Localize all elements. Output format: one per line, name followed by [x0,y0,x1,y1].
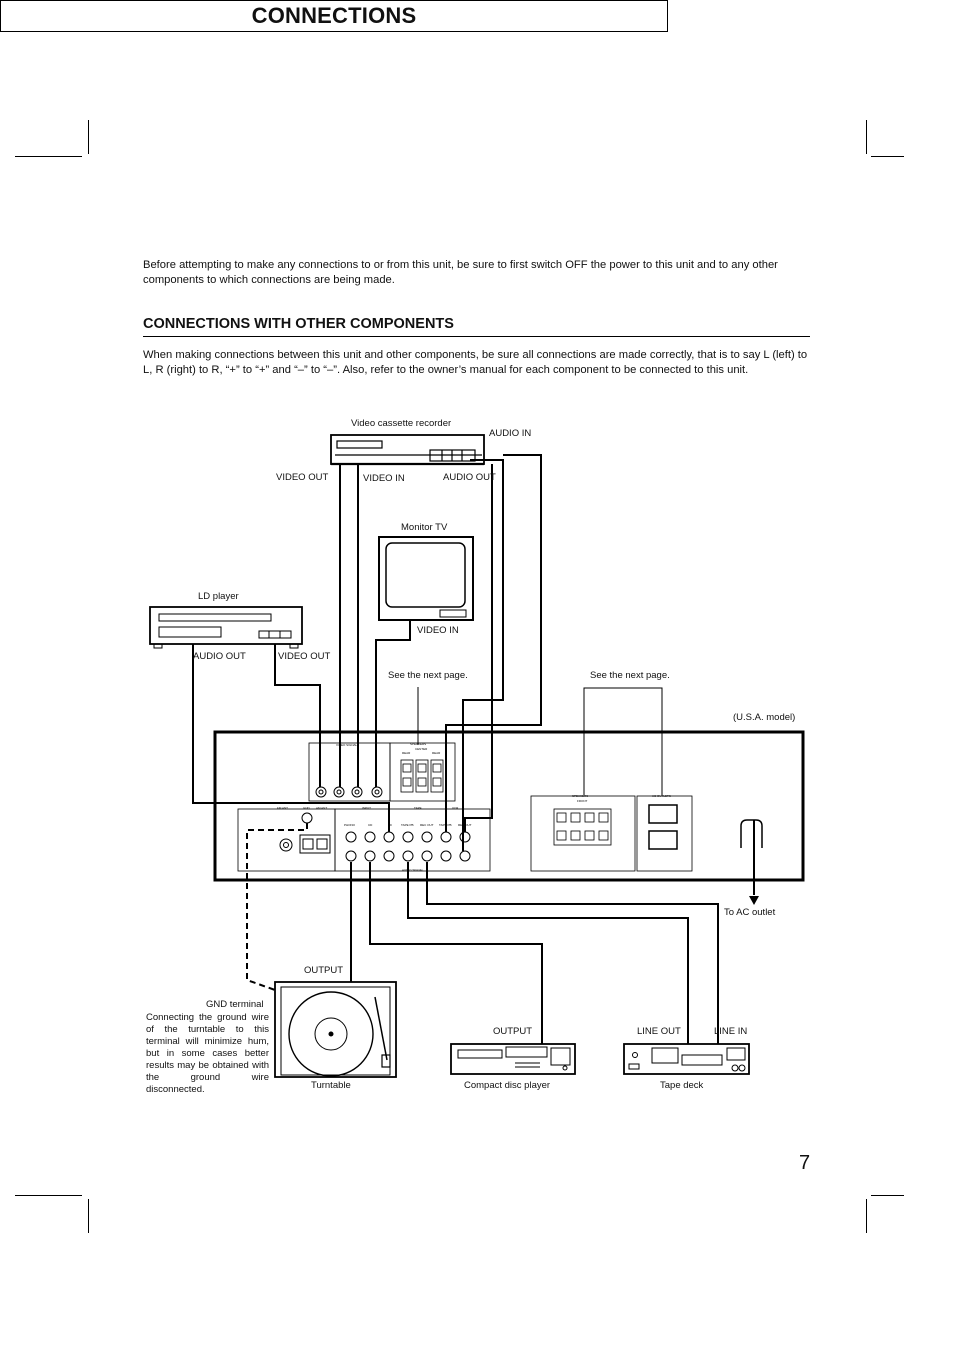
audio-jacks [345,831,471,862]
ground-wire [246,823,308,991]
usa-model-label: (U.S.A. model) [733,712,796,723]
center-rear-terminals [400,759,444,793]
intro-paragraph: Before attempting to make any connection… [143,259,778,286]
front-speakers-label: SPEAKERS [572,794,588,798]
rear-label-left: REAR [402,751,411,755]
cd-player-label: Compact disc player [464,1080,551,1091]
gnd-terminal-label: GND terminal [206,999,264,1010]
tv-video-in-label: VIDEO IN [417,625,459,636]
video-signal-block [308,742,391,802]
pointer-lines [417,687,663,795]
vcr-video-out-label: VIDEO OUT [276,472,329,483]
ac-outlets-block [636,795,693,872]
am-ant-label: AM ANT [316,806,327,810]
vcr-audio-out-label: AUDIO OUT [443,472,496,483]
turntable-label: Turntable [311,1080,351,1091]
rear-label-right: REAR [432,751,441,755]
vcr-video-in-label: VIDEO IN [363,473,405,484]
antenna-block [237,808,336,872]
phono-label: PHONO [344,823,356,827]
ld-player-label: LD player [198,591,239,602]
front-speaker-block [530,795,636,872]
crop-mark [871,156,904,157]
vcr-label: Video cassette recorder [351,418,452,429]
receiver-rear-panel [213,730,805,882]
monitor-tv-device [378,536,474,621]
input-label: INPUT [362,806,371,810]
center-label: CENTER [415,747,428,751]
cd-label: CD [368,823,373,827]
ac-outlets-label: AC OUTLETS [652,794,671,798]
crop-mark [866,1199,867,1233]
vcr-device [330,434,485,466]
tape-rec-out-label: REC OUT [420,823,434,827]
page-title: CONNECTIONS [251,3,417,28]
front-speaker-terminals [553,808,612,846]
crop-mark [88,120,89,154]
gnd-panel-label: GND [303,806,311,810]
connection-cables [192,454,755,1044]
turntable-output-label: OUTPUT [304,965,344,976]
section-heading: CONNECTIONS WITH OTHER COMPONENTS [143,316,454,332]
tape-line-in-label: LINE IN [714,1026,748,1037]
crop-mark [15,1195,82,1196]
cd-player-device [450,1043,576,1075]
crop-mark [88,1199,89,1233]
tape-label: TAPE [414,806,422,810]
vcr-panel-label: VCR [452,806,459,810]
video-signal-label: VIDEO SIGNAL [336,743,358,747]
to-ac-outlet-label: To AC outlet [724,907,776,918]
vcr-audio-in-label: AUDIO IN [489,428,532,439]
tape-deck-label: Tape deck [660,1080,704,1091]
page-number: 7 [799,1152,811,1174]
section-paragraph: When making connections between this uni… [143,349,808,376]
see-next-page-right: See the next page. [590,670,670,681]
page-title-box: CONNECTIONS [0,0,668,32]
crop-mark [866,120,867,154]
tape-pb-label: TAPE PB [401,823,413,827]
crop-mark [15,156,82,157]
ld-label: LD [388,823,393,827]
fm-ant-label: FM ANT [277,806,288,810]
crop-mark [871,1195,904,1196]
audio-signal-label: AUDIO SIGNAL [402,868,424,872]
video-jacks [315,786,383,798]
see-next-page-left: See the next page. [388,670,468,681]
ac-arrow [749,896,759,905]
cd-output-label: OUTPUT [493,1026,533,1037]
section-divider [143,336,810,337]
turntable-device [274,981,397,1078]
gnd-note: Connecting the ground wire of the turnta… [146,1012,269,1095]
center-rear-speaker-block [389,742,456,802]
front-label: FRONT [577,799,587,803]
monitor-tv-label: Monitor TV [401,522,448,533]
tape-line-out-label: LINE OUT [637,1026,681,1037]
audio-input-block [334,808,491,872]
ld-audio-out-label: AUDIO OUT [193,651,246,662]
tape-deck-device [623,1043,750,1075]
ld-player-device [149,606,303,649]
ld-video-out-label: VIDEO OUT [278,651,331,662]
